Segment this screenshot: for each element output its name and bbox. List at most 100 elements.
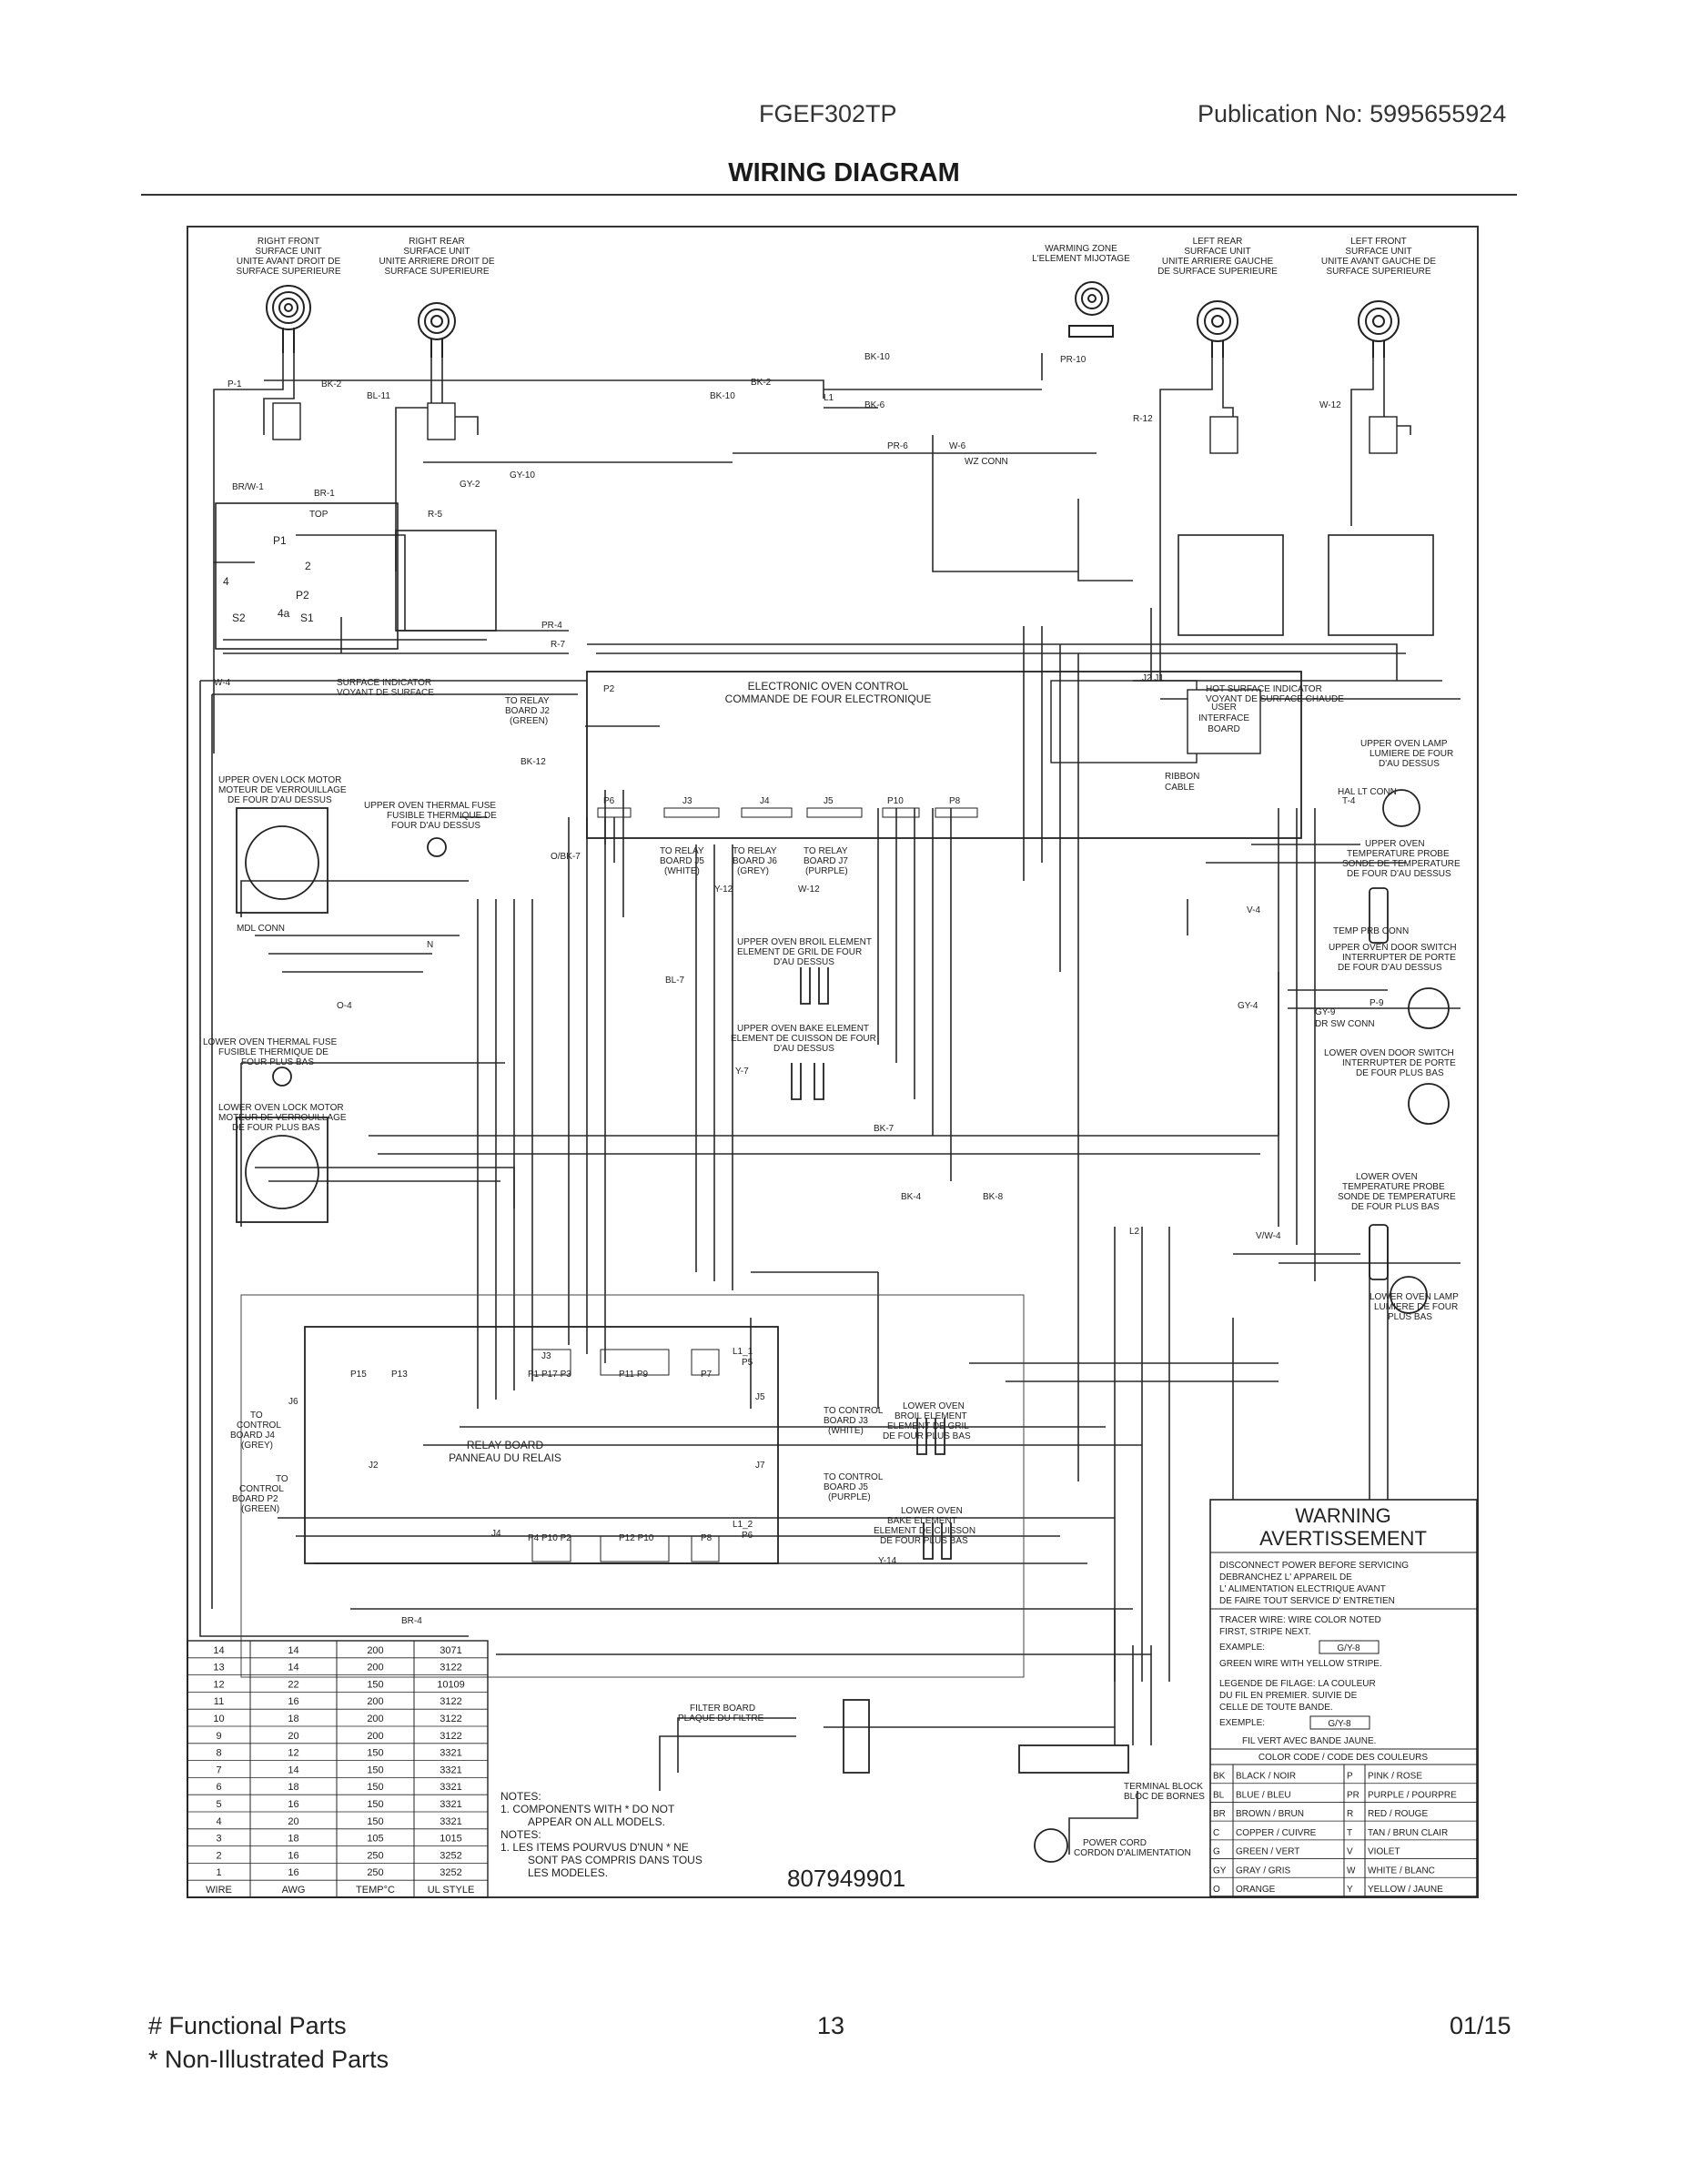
wiring-lines	[199, 353, 1461, 1855]
coil-icon	[1197, 300, 1238, 358]
svg-text:BOARD J6: BOARD J6	[733, 856, 777, 866]
upper-lamp-label: LUMIERE DE FOUR	[1370, 749, 1453, 759]
lower-bake-label: BAKE ELEMENT	[887, 1516, 957, 1526]
wiring-diagram: RIGHT FRONT SURFACE UNIT UNITE AVANT DRO…	[187, 226, 1479, 1898]
surface-label: UNITE AVANT DROIT DE	[237, 257, 341, 267]
wire-tag: Y-12	[714, 885, 733, 895]
model-number: FGEF302TP	[759, 100, 897, 127]
wire-table-cell: 5	[216, 1799, 221, 1810]
relay-board-title-fr: PANNEAU DU RELAIS	[449, 1451, 561, 1464]
footer-functional-parts: # Functional Parts	[148, 2012, 347, 2039]
svg-text:P5: P5	[742, 1358, 753, 1368]
connector-label: L2	[1129, 1227, 1140, 1237]
svg-text:BOARD J7: BOARD J7	[804, 856, 848, 866]
wire-tag-labels: P-1 BK-2 BL-11 BK-2 BK-10 BK-10 PR-10 BK…	[214, 352, 1384, 1626]
publication-number: Publication No: 5995655924	[1198, 100, 1507, 127]
component-labels: SURFACE INDICATOR VOYANT DE SURFACE HOT …	[218, 678, 1461, 1054]
lower-fuse-label: FOUR PLUS BAS	[241, 1057, 314, 1067]
svg-text:P12 P10: P12 P10	[619, 1533, 654, 1543]
svg-text:J4: J4	[491, 1529, 501, 1539]
relay-board-connector-labels: TO RELAY BOARD J2 (GREEN) TO RELAYBOARD …	[505, 696, 848, 876]
terminal-label: BLOC DE BORNES	[1124, 1792, 1205, 1802]
wire-tag: R-7	[551, 640, 566, 650]
color-code-cell: BROWN / BRUN	[1236, 1809, 1304, 1819]
wire-table-cell: 18	[288, 1834, 298, 1845]
svg-text:(WHITE): (WHITE)	[664, 866, 700, 876]
svg-text:(PURPLE): (PURPLE)	[828, 1492, 871, 1502]
limit-switches	[272, 402, 1398, 454]
tracer-text: TRACER WIRE: WIRE COLOR NOTED	[1219, 1615, 1381, 1625]
svg-text:P8: P8	[701, 1533, 713, 1543]
infinite-switch-rf	[215, 502, 399, 650]
wire-tag: GY-2	[460, 480, 480, 490]
lower-door-label: INTERRUPTER DE PORTE	[1342, 1058, 1456, 1068]
wire-tag: PR-10	[1060, 355, 1087, 365]
wire-tag: BR-4	[401, 1616, 422, 1626]
warning-text: DE FAIRE TOUT SERVICE D' ENTRETIEN	[1219, 1596, 1395, 1606]
wire-table-cell: 3122	[440, 1696, 461, 1707]
notes-line-fr: 1. LES ITEMS POURVUS D'NUN * NE	[500, 1841, 689, 1854]
svg-text:(GREEN): (GREEN)	[241, 1504, 279, 1514]
wire-tag: BK-12	[521, 757, 546, 767]
upper-fuse-label: UPPER OVEN THERMAL FUSE	[364, 801, 496, 811]
surface-indicator-label: VOYANT DE SURFACE	[337, 688, 434, 698]
eoc-title-fr: COMMANDE DE FOUR ELECTRONIQUE	[725, 693, 932, 705]
wire-table-cell: 14	[288, 1645, 298, 1656]
upper-probe-label: DE FOUR D'AU DESSUS	[1347, 869, 1451, 879]
surface-indicator-label: SURFACE INDICATOR	[337, 678, 431, 688]
wire-table-cell: 200	[367, 1696, 383, 1707]
svg-text:P10: P10	[887, 796, 904, 806]
wire-table-cell: 1015	[440, 1834, 461, 1845]
wire-tag: W-6	[949, 441, 966, 451]
wire-table-cell: 250	[367, 1867, 383, 1878]
svg-text:CONTROL: CONTROL	[239, 1484, 284, 1494]
legend-text: CELLE DE TOUTE BANDE.	[1219, 1703, 1333, 1713]
svg-text:TO CONTROL: TO CONTROL	[824, 1472, 884, 1482]
color-code-cell: PINK / ROSE	[1368, 1772, 1422, 1782]
surface-label: UNITE ARRIERE GAUCHE	[1162, 257, 1274, 267]
warning-text: L' ALIMENTATION ELECTRIQUE AVANT	[1219, 1584, 1386, 1594]
wire-table-cell: 6	[216, 1782, 221, 1793]
warning-box: WARNING AVERTISSEMENT DISCONNECT POWER B…	[1209, 1499, 1478, 1897]
upper-lamp-label: UPPER OVEN LAMP	[1360, 739, 1448, 749]
upper-fuse-label: FUSIBLE THERMIQUE DE	[387, 811, 497, 821]
svg-text:J2: J2	[369, 1461, 379, 1471]
wire-tag: PR-4	[541, 621, 562, 631]
color-code-cell: TAN / BRUN CLAIR	[1368, 1828, 1448, 1838]
surface-label: SURFACE SUPERIEURE	[384, 267, 489, 277]
svg-text:(GREEN): (GREEN)	[510, 716, 548, 726]
lower-lamp-label: LUMIERE DE FOUR	[1374, 1302, 1458, 1312]
footer-date: 01/15	[1450, 2012, 1511, 2039]
lower-bake-label: LOWER OVEN	[901, 1506, 963, 1516]
example-value-fr: G/Y-8	[1328, 1719, 1351, 1729]
wire-tag: BK-4	[901, 1192, 922, 1202]
lower-fuse-label: FUSIBLE THERMIQUE DE	[218, 1047, 329, 1057]
wire-table-cell: 3122	[440, 1714, 461, 1724]
color-code-cell: O	[1213, 1885, 1220, 1895]
coil-icon	[266, 285, 311, 353]
svg-text:TOP: TOP	[309, 510, 329, 520]
warning-text: DEBRANCHEZ L' APPAREIL DE	[1219, 1572, 1352, 1582]
header-rule	[141, 194, 1517, 196]
wire-tag: P-9	[1370, 998, 1384, 1008]
svg-text:BOARD J5: BOARD J5	[824, 1482, 868, 1492]
filter-label: PLAQUE DU FILTRE	[678, 1714, 764, 1724]
svg-text:J2 J1: J2 J1	[1142, 673, 1164, 683]
svg-text:J6: J6	[288, 1397, 298, 1407]
filter-label: FILTER BOARD	[690, 1704, 755, 1714]
svg-text:S1: S1	[300, 612, 314, 624]
surface-label: L'ELEMENT MIJOTAGE	[1032, 254, 1130, 264]
wire-table-cell: 14	[213, 1645, 224, 1656]
wire-tag: BK-6	[864, 400, 885, 410]
color-code-cell: PR	[1347, 1790, 1359, 1800]
color-code-cell: PURPLE / POURPRE	[1368, 1790, 1457, 1800]
svg-text:(GREY): (GREY)	[737, 866, 769, 876]
warning-text: DISCONNECT POWER BEFORE SERVICING	[1219, 1561, 1409, 1571]
svg-text:P6: P6	[603, 796, 615, 806]
notes-heading: NOTES:	[500, 1790, 541, 1803]
lower-probe-label: DE FOUR PLUS BAS	[1351, 1202, 1440, 1212]
surface-unit-left-rear: LEFT REAR SURFACE UNIT UNITE ARRIERE GAU…	[1157, 237, 1278, 358]
color-code-cell: BK	[1213, 1772, 1226, 1782]
wire-table-cell: 16	[288, 1799, 298, 1810]
